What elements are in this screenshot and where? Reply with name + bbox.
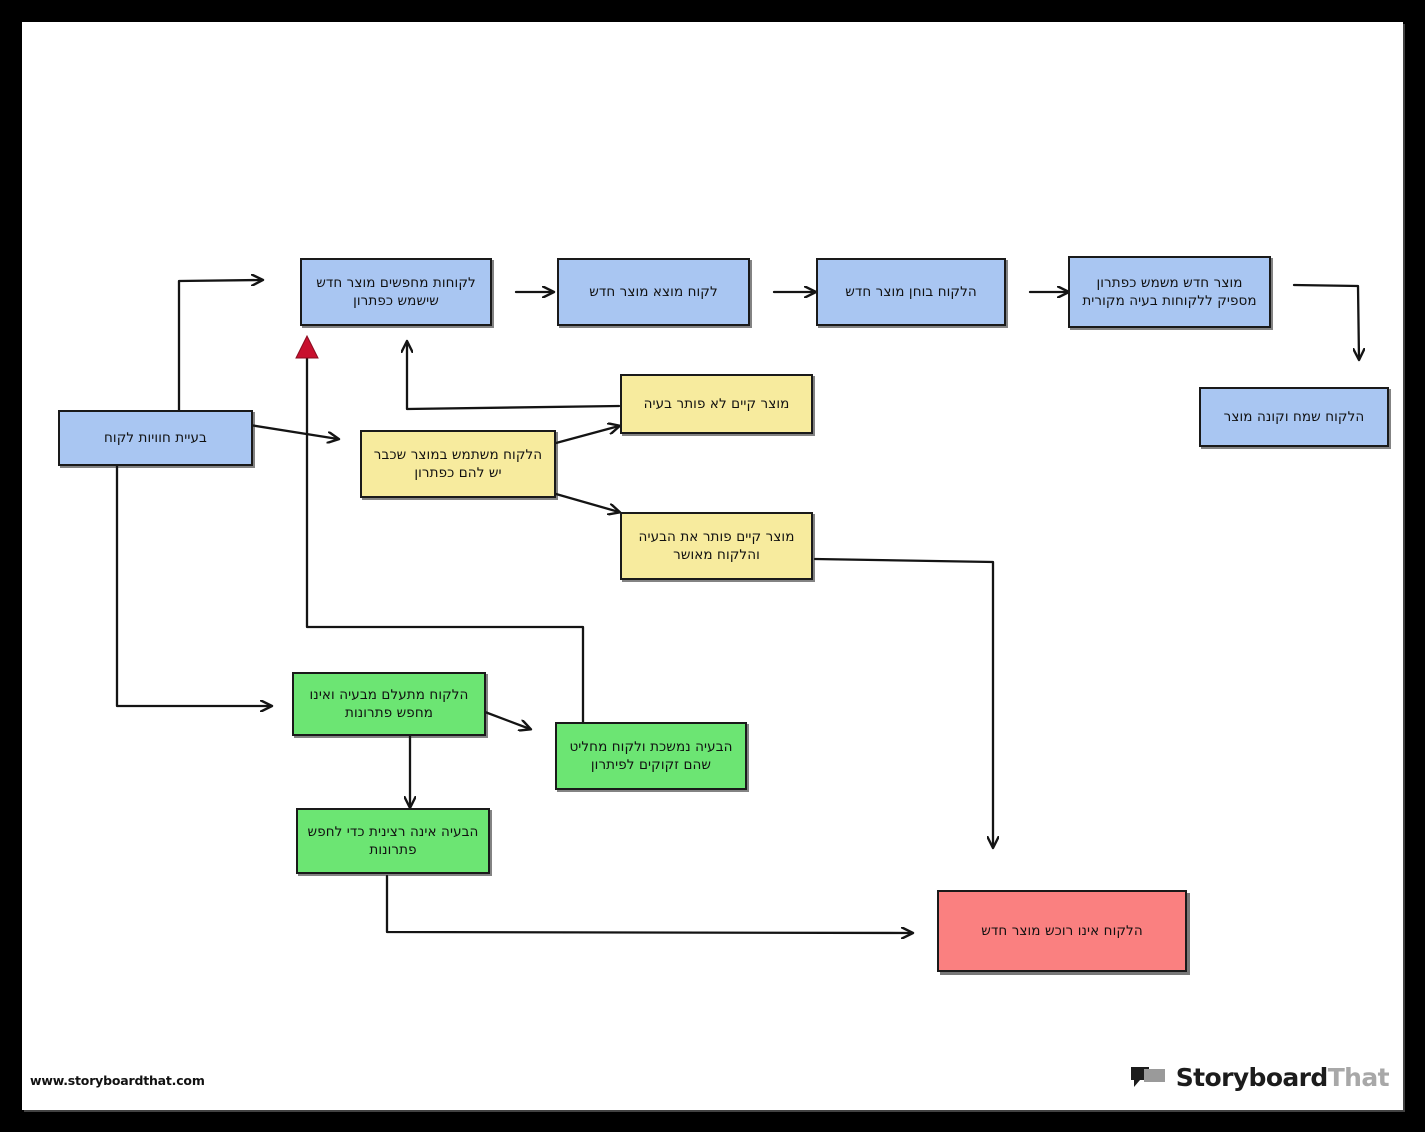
node-existing-product-fails[interactable]: מוצר קיים לא פותר בעיה bbox=[620, 374, 813, 434]
brand-logo: StoryboardThat bbox=[1129, 1063, 1390, 1092]
wire-existingsolves-to-nopurchase bbox=[813, 557, 993, 847]
node-new-product-solves[interactable]: מוצר חדש משמש כפתרון מספיק ללקוחות בעיה … bbox=[1068, 256, 1271, 328]
brand-text: StoryboardThat bbox=[1175, 1063, 1390, 1092]
node-search-new-product-label: לקוחות מחפשים מוצר חדש שישמש כפתרון bbox=[316, 274, 476, 309]
node-no-new-purchase-label: הלקוח אינו רוכש מוצר חדש bbox=[981, 922, 1143, 939]
wire-ignores-to-persists bbox=[483, 710, 530, 729]
node-customer-ignores-problem[interactable]: הלקוח מתעלם מבעיה ואינו מחפש פתרונות bbox=[292, 672, 486, 736]
wire-notserious-to-nopurchase bbox=[385, 874, 912, 933]
node-happy-customer-buys-label: הלקוח שמח וקונה מוצר bbox=[1223, 408, 1365, 425]
wire-uses-to-solves bbox=[554, 492, 619, 512]
node-found-new-product[interactable]: לקוח מוצא מוצר חדש bbox=[557, 258, 750, 326]
wire-persists-to-loop bbox=[305, 342, 585, 727]
site-url[interactable]: www.storyboardthat.com bbox=[30, 1073, 205, 1088]
node-test-new-product-label: הלקוח בוחן מוצר חדש bbox=[845, 283, 977, 300]
node-start-label: בעיית חוויות לקוח bbox=[104, 429, 207, 446]
storyboard-canvas: בעיית חוויות לקוח לקוחות מחפשים מוצר חדש… bbox=[22, 22, 1403, 1110]
speech-bubbles-icon bbox=[1130, 1066, 1165, 1087]
node-existing-product-solves[interactable]: מוצר קיים פותר את הבעיה והלקוח מאושר bbox=[620, 512, 813, 580]
node-customer-ignores-problem-label: הלקוח מתעלם מבעיה ואינו מחפש פתרונות bbox=[309, 686, 469, 721]
brand-text-primary: Storyboard bbox=[1175, 1063, 1329, 1092]
node-existing-product-solves-label: מוצר קיים פותר את הבעיה והלקוח מאושר bbox=[638, 528, 795, 563]
wire-fails-to-search bbox=[407, 342, 621, 411]
red-triangle-marker bbox=[295, 334, 319, 359]
node-search-new-product[interactable]: לקוחות מחפשים מוצר חדש שישמש כפתרון bbox=[300, 258, 492, 326]
node-test-new-product[interactable]: הלקוח בוחן מוצר חדש bbox=[816, 258, 1006, 326]
node-problem-persists-label: הבעיה נמשכת ולקוח מחליט שהם זקוקים לפיתר… bbox=[569, 738, 733, 773]
node-existing-product-fails-label: מוצר קיים לא פותר בעיה bbox=[643, 395, 790, 412]
wire-start-to-ignores bbox=[115, 444, 271, 706]
node-problem-persists[interactable]: הבעיה נמשכת ולקוח מחליט שהם זקוקים לפיתר… bbox=[555, 722, 747, 790]
wire-solves-to-happy bbox=[1292, 283, 1359, 359]
node-problem-not-serious[interactable]: הבעיה אינה רצינית כדי לחפש פתרונות bbox=[296, 808, 490, 874]
node-new-product-solves-label: מוצר חדש משמש כפתרון מספיק ללקוחות בעיה … bbox=[1082, 274, 1257, 309]
wire-uses-to-fails bbox=[554, 426, 619, 445]
node-uses-existing-product[interactable]: הלקוח משתמש במוצר שכבר יש להם כפתרון bbox=[360, 430, 556, 498]
node-uses-existing-product-label: הלקוח משתמש במוצר שכבר יש להם כפתרון bbox=[373, 446, 543, 481]
node-no-new-purchase[interactable]: הלקוח אינו רוכש מוצר חדש bbox=[937, 890, 1187, 972]
node-found-new-product-label: לקוח מוצא מוצר חדש bbox=[589, 283, 718, 300]
node-happy-customer-buys[interactable]: הלקוח שמח וקונה מוצר bbox=[1199, 387, 1389, 447]
node-problem-not-serious-label: הבעיה אינה רצינית כדי לחפש פתרונות bbox=[307, 823, 479, 858]
node-start[interactable]: בעיית חוויות לקוח bbox=[58, 410, 253, 466]
brand-text-secondary: That bbox=[1327, 1063, 1390, 1092]
